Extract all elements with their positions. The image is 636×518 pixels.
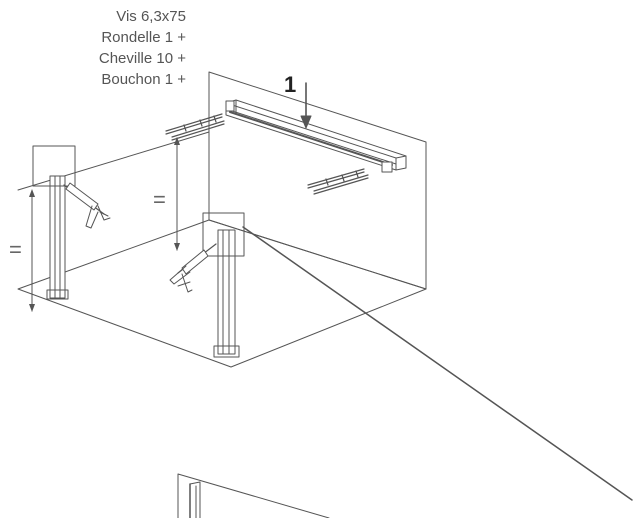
left-wall-line	[17, 131, 210, 191]
post-left	[46, 175, 69, 300]
rail-beam	[225, 99, 407, 173]
equal-mark-left: =	[9, 237, 22, 262]
equal-mark-middle: =	[153, 187, 166, 212]
caulking-gun-icon	[169, 243, 217, 293]
caulking-gun-icon	[63, 182, 111, 229]
dimension-left	[29, 189, 35, 312]
post-middle	[213, 229, 240, 358]
detail-box-middle	[202, 212, 245, 257]
floor-plane	[17, 219, 427, 368]
detail-view-lower	[177, 473, 330, 518]
parts-list: Vis 6,3x75 Rondelle 1 + Cheville 10 + Bo…	[99, 6, 186, 90]
parts-item-washer: Rondelle 1 +	[101, 29, 186, 46]
detail-leader-line	[242, 226, 633, 501]
step-number: 1	[284, 72, 297, 97]
detail-box-left	[32, 145, 76, 187]
parts-item-anchor: Cheville 10 +	[98, 50, 186, 67]
screw-icon	[165, 113, 225, 141]
parts-item-cap: Bouchon 1 +	[101, 71, 186, 88]
arrow-down-icon	[300, 82, 312, 129]
dimension-middle	[174, 137, 180, 251]
screw-icon	[307, 168, 369, 195]
parts-item-screw: Vis 6,3x75	[116, 8, 186, 25]
